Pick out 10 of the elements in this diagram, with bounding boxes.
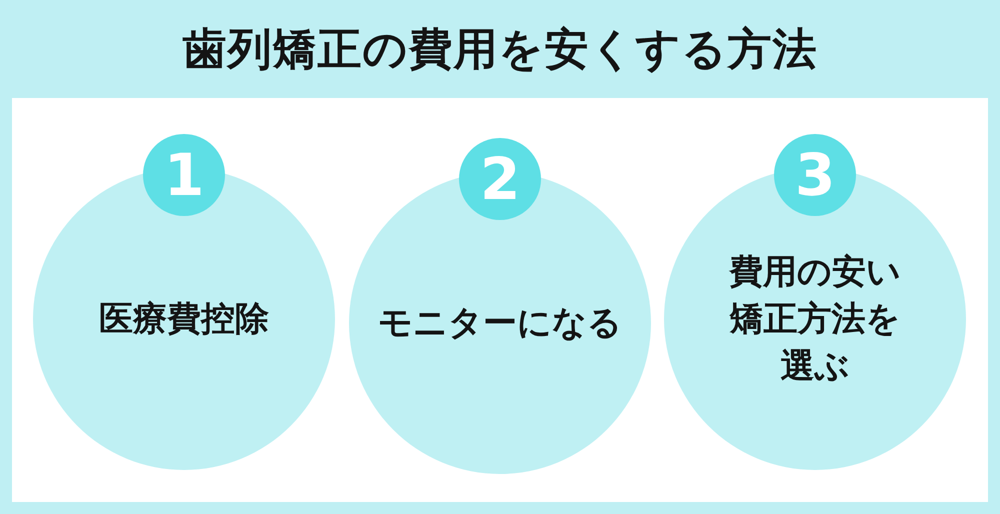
- title: 歯列矯正の費用を安くする方法: [182, 23, 818, 77]
- circle-label: 費用の安い矯正方法を選ぶ: [728, 250, 902, 388]
- step-number: 1: [164, 141, 204, 209]
- step-number: 2: [480, 145, 520, 213]
- step-number: 3: [795, 141, 836, 209]
- numbered-circle: [349, 138, 651, 474]
- circle-label: モニターになる: [377, 302, 623, 344]
- numbered-circle: [664, 134, 966, 470]
- numbered-circle: [33, 134, 335, 470]
- circle-label: 医療費控除: [98, 298, 270, 340]
